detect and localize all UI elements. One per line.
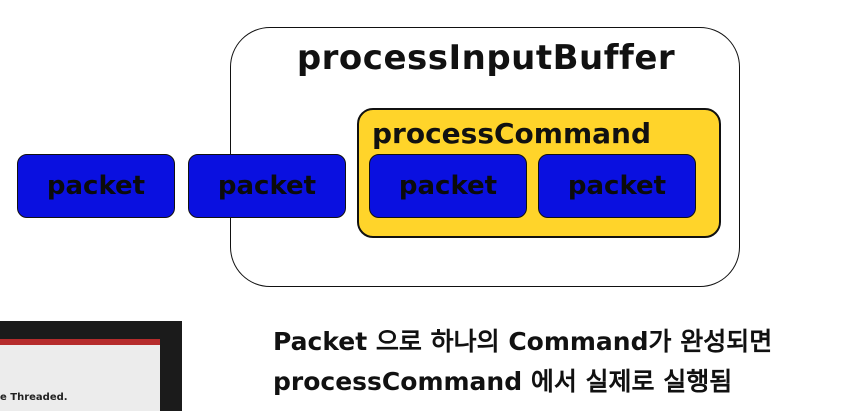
packet-block-1: packet	[17, 154, 175, 218]
webcam-monitor	[0, 339, 160, 411]
process-command-label: processCommand	[372, 117, 652, 150]
caption-line-1: Packet 으로 하나의 Command가 완성되면	[273, 327, 773, 356]
packet-block-3: packet	[369, 154, 527, 218]
caption-line-2: processCommand 에서 실제로 실행됨	[273, 367, 733, 396]
presenter-webcam-overlay: e Threaded.	[0, 321, 182, 411]
packet-block-2: packet	[188, 154, 346, 218]
process-input-buffer-label: processInputBuffer	[296, 38, 676, 78]
webcam-screen-text: e Threaded.	[0, 392, 68, 403]
packet-block-4: packet	[538, 154, 696, 218]
